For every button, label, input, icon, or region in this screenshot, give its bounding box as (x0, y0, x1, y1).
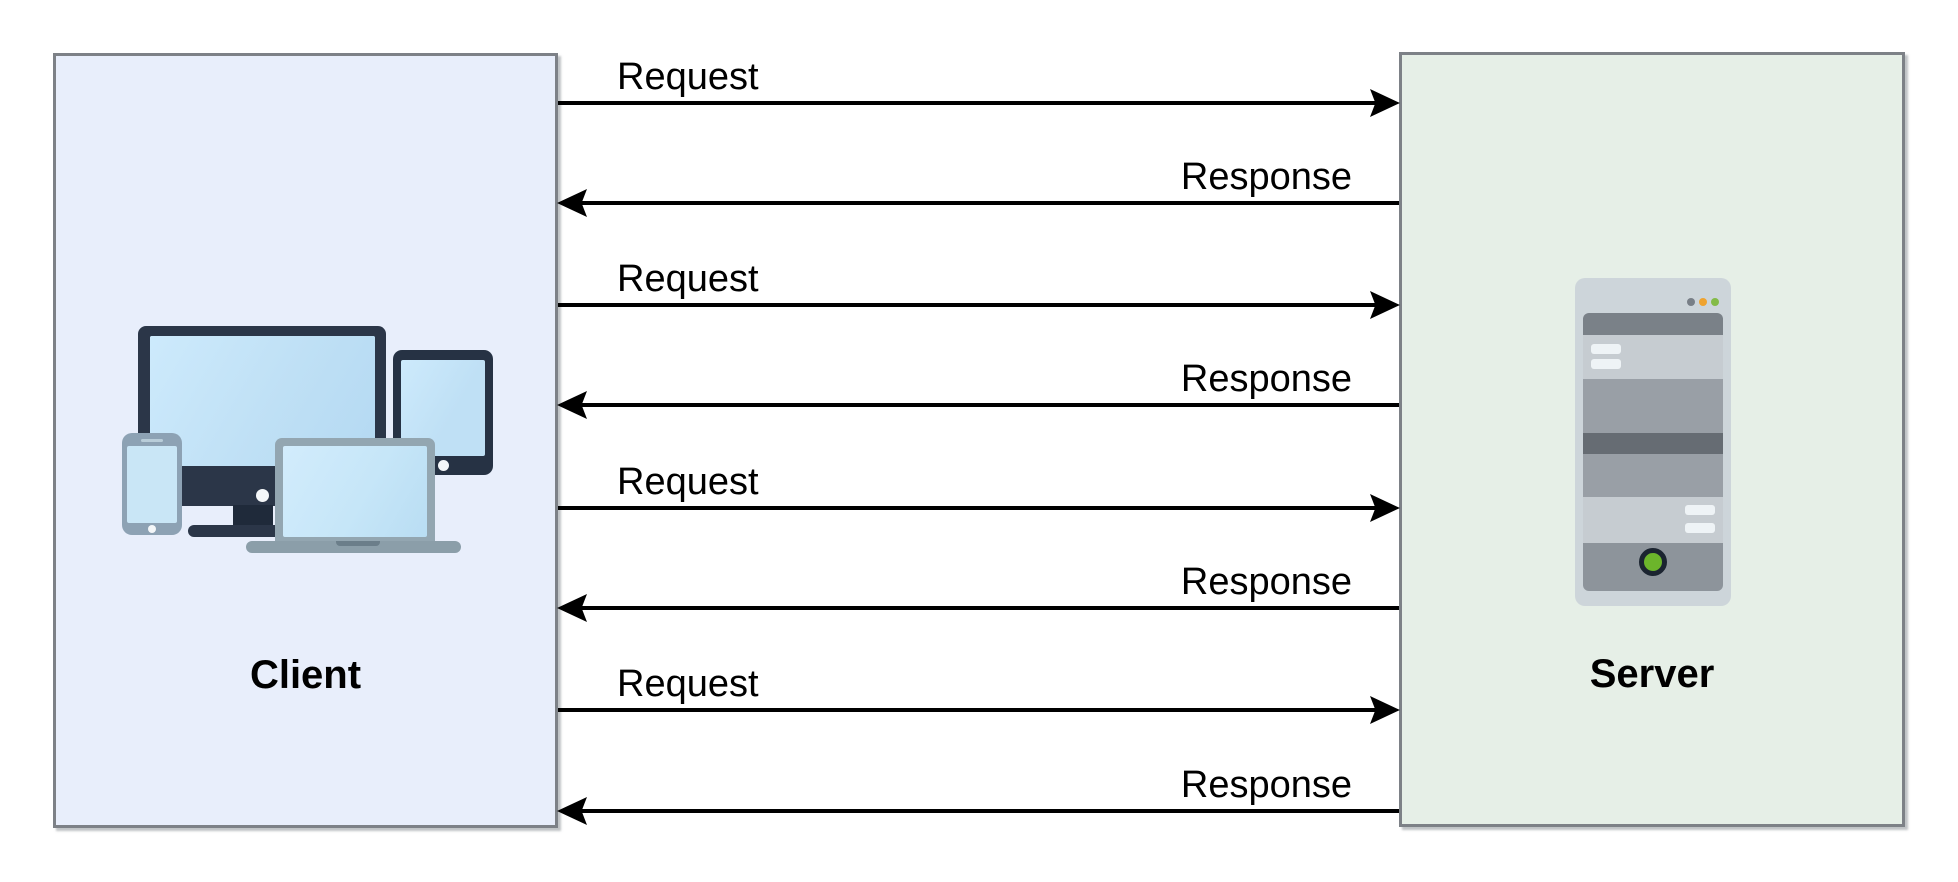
server-box: Server (1399, 52, 1905, 827)
server-panel-band (1583, 543, 1723, 591)
drive-slot (1591, 359, 1621, 369)
drive-slot (1685, 505, 1715, 515)
server-status-dot-orange (1699, 298, 1707, 306)
response-label: Response (1180, 358, 1352, 400)
arrow-shaft (558, 303, 1377, 307)
arrow-shaft (580, 606, 1399, 610)
arrow-shaft (558, 101, 1377, 105)
laptop-hinge-notch (336, 541, 380, 546)
response-label: Response (1180, 561, 1352, 603)
server-status-dot-gray (1687, 298, 1695, 306)
server-panel-band (1583, 454, 1723, 497)
laptop-icon (275, 438, 435, 542)
arrow-shaft (558, 506, 1377, 510)
phone-home-button (148, 525, 156, 533)
drive-slot (1591, 344, 1621, 354)
arrow-shaft (580, 403, 1399, 407)
monitor-power-dot (256, 489, 269, 502)
devices-icon (56, 56, 555, 825)
server-label: Server (1589, 652, 1715, 696)
response-label: Response (1180, 156, 1352, 198)
tablet-icon (393, 350, 493, 475)
laptop-screen (283, 446, 427, 537)
server-panel-stripe (1583, 433, 1723, 454)
request-label: Request (617, 663, 759, 705)
request-label: Request (617, 461, 759, 503)
phone-speaker (141, 439, 163, 442)
server-panel-band (1583, 313, 1723, 335)
server-tower-icon (1575, 278, 1731, 606)
laptop-base (246, 541, 461, 553)
server-drive-bay (1583, 497, 1723, 543)
arrow-shaft (580, 809, 1399, 813)
client-box: Client (53, 53, 558, 828)
phone-icon (122, 433, 182, 535)
client-label: Client (249, 653, 362, 697)
arrow-shaft (558, 708, 1377, 712)
tablet-home-button (438, 460, 449, 471)
server-front-panel (1583, 313, 1723, 591)
response-label: Response (1180, 764, 1352, 806)
server-status-dot-green (1711, 298, 1719, 306)
server-drive-bay (1583, 335, 1723, 379)
request-label: Request (617, 56, 759, 98)
monitor-stand-neck (233, 505, 273, 526)
server-panel-band (1583, 379, 1723, 433)
drive-slot (1685, 523, 1715, 533)
server-power-button (1639, 548, 1667, 576)
arrow-shaft (580, 201, 1399, 205)
phone-screen (127, 446, 177, 523)
request-label: Request (617, 258, 759, 300)
